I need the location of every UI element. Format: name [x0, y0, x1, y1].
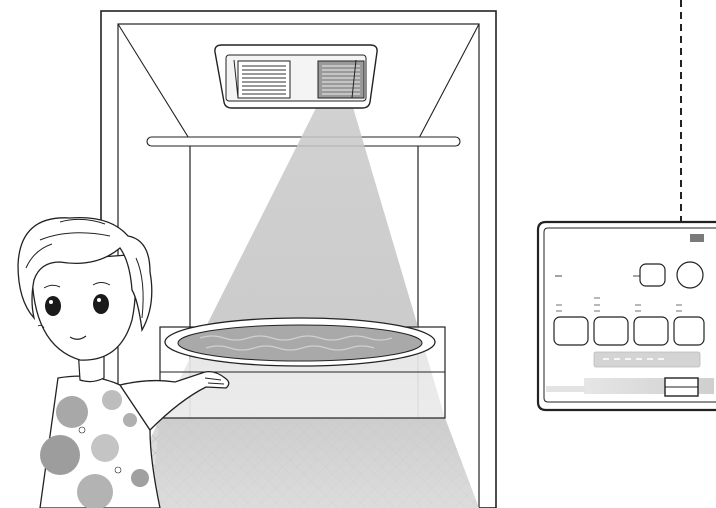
vent-grille-right — [318, 61, 364, 98]
remote-button-top-round[interactable] — [677, 262, 703, 288]
vent-grille-left — [238, 61, 290, 98]
remote-button-1[interactable] — [554, 317, 588, 345]
remote-status-indicator — [690, 234, 704, 242]
remote-button-top-square[interactable] — [640, 264, 665, 286]
remote-control-icon — [538, 222, 716, 410]
remote-button-4[interactable] — [674, 317, 704, 345]
woman-eye-left — [45, 296, 61, 316]
woman-eye-right — [93, 294, 109, 314]
bathtub-icon — [160, 318, 445, 418]
remote-button-2[interactable] — [594, 317, 628, 345]
ceiling-vent-unit-icon — [215, 45, 377, 108]
remote-button-3[interactable] — [634, 317, 668, 345]
tub-water — [178, 325, 422, 361]
